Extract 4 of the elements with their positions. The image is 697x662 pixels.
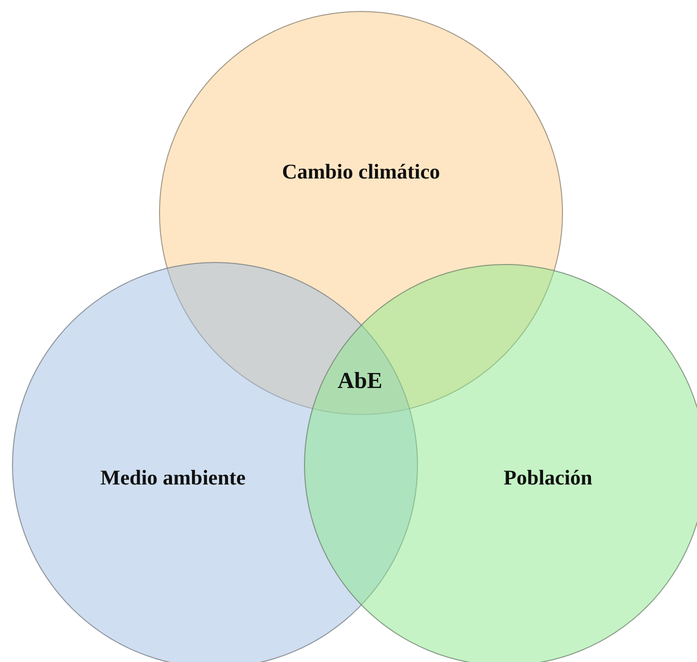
circle-label: Población (504, 466, 592, 490)
circle-label: Cambio climático (282, 160, 440, 184)
center-label: AbE (338, 368, 382, 394)
circle-label: Medio ambiente (100, 466, 246, 490)
